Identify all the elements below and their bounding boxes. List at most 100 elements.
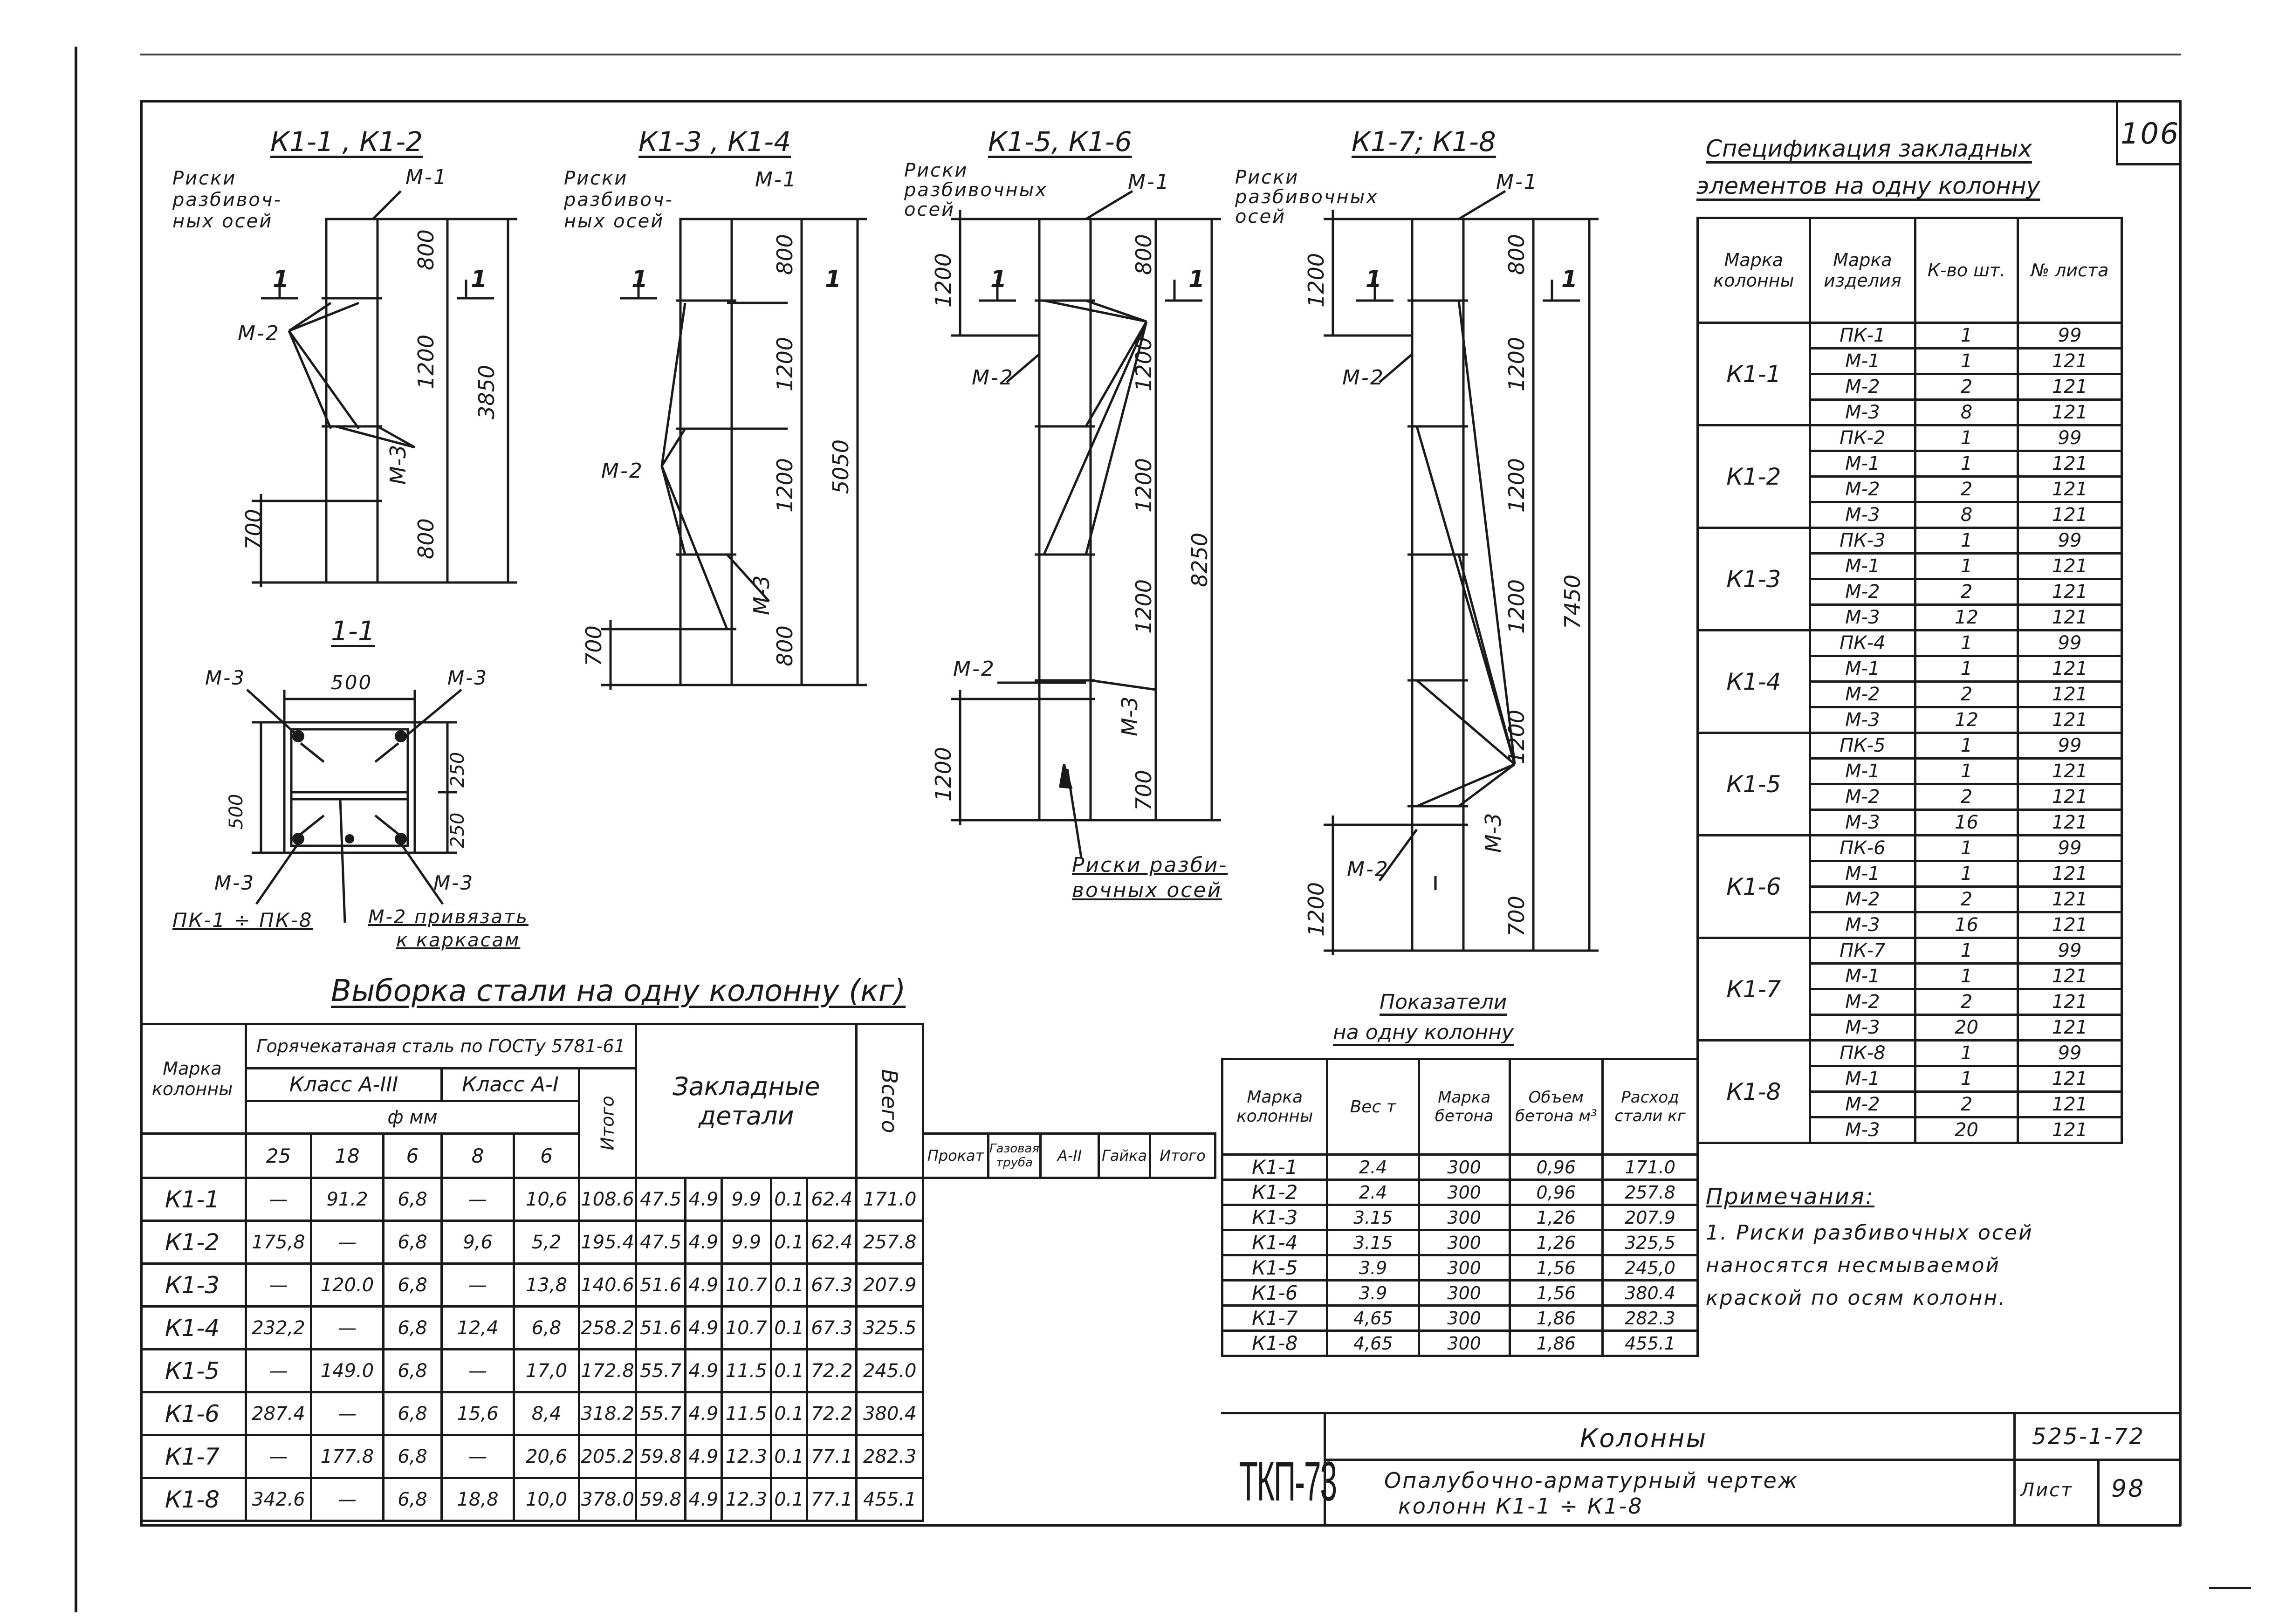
- spec-cell: 121: [2017, 450, 2123, 478]
- steel-h-all-text: Всего: [877, 1069, 903, 1133]
- indices-h-volume: Объем бетона м³: [1508, 1058, 1604, 1156]
- view1-axes-label: Риски разбивоч-ных осей: [172, 168, 282, 232]
- steel-h-a3: Класс А-III: [245, 1067, 443, 1102]
- spec-cell: М-2: [1808, 578, 1916, 606]
- steel-cell: 171.0: [855, 1177, 924, 1222]
- spec-cell: 121: [2017, 962, 2123, 990]
- view2-m1: М-1: [755, 168, 797, 192]
- spec-cell: М-2: [1808, 988, 1916, 1016]
- spec-col-mark: К1-8: [1696, 1039, 1811, 1144]
- steel-cell: 11.5: [720, 1348, 772, 1393]
- indices-cell: 245,0: [1601, 1254, 1699, 1281]
- view4-m2-lower: М-2: [1347, 857, 1389, 881]
- spec-cell: 121: [2017, 1116, 2123, 1144]
- spec-h-item: Марка изделия: [1808, 217, 1916, 324]
- steel-h-embedded: Закладные детали: [635, 1023, 858, 1179]
- indices-cell: 1,56: [1508, 1254, 1604, 1281]
- steel-cell: 4.9: [684, 1305, 723, 1350]
- steel-cell: 6,8: [382, 1220, 443, 1265]
- spec-cell: 121: [2017, 398, 2123, 426]
- spec-cell: ПК-3: [1808, 527, 1916, 555]
- indices-row-mark: К1-2: [1221, 1179, 1329, 1206]
- steel-row-mark: К1-6: [140, 1391, 247, 1436]
- spec-cell: 1: [1914, 860, 2019, 888]
- svg-text:М-3: М-3: [385, 445, 411, 485]
- svg-text:800: 800: [772, 234, 797, 275]
- title-series: 525-1-72: [2032, 1424, 2145, 1450]
- steel-cell: 12,4: [440, 1305, 515, 1350]
- steel-cell: 13,8: [513, 1262, 580, 1308]
- indices-cell: 1,86: [1508, 1329, 1604, 1357]
- svg-text:800: 800: [1504, 234, 1529, 275]
- frame-top-line: [140, 54, 2181, 55]
- spec-cell: 1: [1914, 757, 2019, 785]
- indices-h-steel: Расход стали кг: [1601, 1058, 1699, 1156]
- steel-cell: 10,6: [513, 1177, 580, 1222]
- spec-cell: 20: [1914, 1014, 2019, 1042]
- spec-cell: 99: [2017, 937, 2123, 965]
- spec-cell: 99: [2017, 1039, 2123, 1067]
- spec-cell: 1: [1914, 1065, 2019, 1093]
- spec-h-qty: К-во шт.: [1914, 217, 2019, 324]
- steel-row-mark: К1-5: [140, 1348, 247, 1393]
- spec-cell: 99: [2017, 527, 2123, 555]
- steel-cell: 4.9: [684, 1391, 723, 1436]
- spec-cell: 1: [1914, 655, 2019, 683]
- view4-m1: М-1: [1496, 170, 1538, 194]
- axis-marks-note: Риски разби-вочных осей: [1072, 853, 1228, 902]
- section-m2-note-1: М-2 привязать: [368, 906, 529, 928]
- steel-cell: —: [310, 1477, 384, 1522]
- spec-cell: 2: [1914, 988, 2019, 1016]
- spec-cell: 2: [1914, 373, 2019, 401]
- spec-cell: 1: [1914, 834, 2019, 862]
- steel-table: Марка колонны Горячекатаная сталь по ГОС…: [140, 1023, 1216, 1522]
- spec-cell: 121: [2017, 603, 2123, 631]
- view2-m2: М-2: [601, 459, 644, 483]
- indices-row-mark: К1-8: [1221, 1329, 1329, 1357]
- steel-h-a1: Класс А-I: [440, 1067, 580, 1102]
- svg-text:800: 800: [772, 625, 797, 666]
- spec-cell: 8: [1914, 501, 2019, 529]
- steel-cell: 17,0: [513, 1348, 580, 1393]
- steel-cell: 20,6: [513, 1434, 580, 1479]
- svg-text:1200: 1200: [772, 458, 797, 513]
- spec-cell: 12: [1914, 603, 2019, 631]
- spec-cell: 16: [1914, 911, 2019, 939]
- indices-cell: 3.15: [1326, 1229, 1420, 1256]
- steel-h-blank: [140, 1132, 247, 1179]
- view1-m2: М-2: [238, 322, 280, 345]
- steel-cell: 6,8: [382, 1305, 443, 1350]
- steel-cell: 232,2: [245, 1305, 312, 1350]
- svg-text:700: 700: [241, 509, 266, 550]
- section-m3-br: М-3: [433, 871, 474, 894]
- sheet-number-box: [2116, 100, 2181, 165]
- steel-cell: 5,2: [513, 1220, 580, 1265]
- steel-h-all: Всего: [855, 1023, 924, 1179]
- steel-cell: 62.4: [806, 1177, 858, 1222]
- spec-cell: М-2: [1808, 475, 1916, 503]
- spec-cell: 16: [1914, 809, 2019, 836]
- view2-title: К1-3 , К1-4: [638, 126, 791, 158]
- steel-cell: 6,8: [382, 1177, 443, 1222]
- indices-cell: 171.0: [1601, 1153, 1699, 1181]
- spec-col-mark: К1-3: [1696, 527, 1811, 631]
- svg-text:1200: 1200: [1131, 579, 1156, 634]
- title-desc-2: колонн К1-1 ÷ К1-8: [1398, 1494, 1643, 1519]
- steel-diam-cell: 6: [513, 1132, 580, 1179]
- steel-cell: 0.1: [769, 1262, 809, 1308]
- svg-text:1200: 1200: [1504, 710, 1529, 764]
- steel-cell: 51.6: [635, 1305, 687, 1350]
- spec-cell: М-2: [1808, 373, 1916, 401]
- steel-cell: 6,8: [382, 1348, 443, 1393]
- view1-section-mark-left: 1: [273, 266, 290, 293]
- steel-row-mark: К1-4: [140, 1305, 247, 1350]
